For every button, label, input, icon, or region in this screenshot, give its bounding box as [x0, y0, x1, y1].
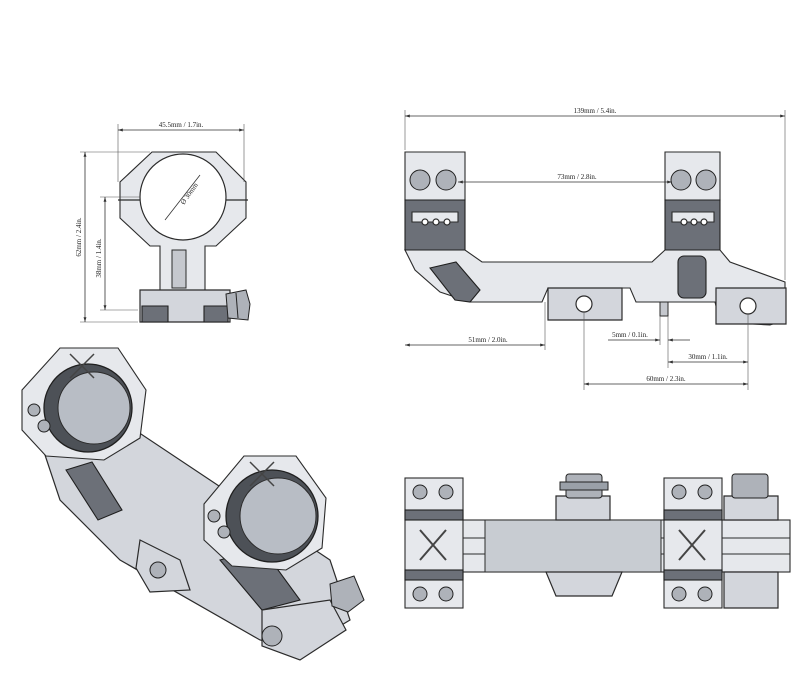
side-right-screw-1 — [670, 169, 692, 191]
front-view: Ø 30mm 45.5mm / 1.7in. 62mm / 2.4in. 38m… — [75, 121, 251, 323]
side-lug-label: 5mm / 0.1in. — [612, 331, 648, 339]
side-length-label: 139mm / 5.4in. — [574, 107, 617, 115]
side-ring-spacing-label: 73mm / 2.8in. — [557, 173, 597, 181]
isometric-view — [21, 347, 365, 661]
iso-knob — [329, 575, 365, 613]
front-center-height-label: 38mm / 1.4in. — [95, 238, 103, 278]
front-width-label: 45.5mm / 1.7in. — [159, 121, 204, 129]
top-clamp-center — [555, 495, 611, 521]
side-offset-label: 51mm / 2.0in. — [468, 336, 508, 344]
front-height-label: 62mm / 2.4in. — [75, 217, 83, 257]
clamp-knob — [225, 289, 251, 321]
side-cutout-left — [429, 261, 481, 303]
side-left-screw-1 — [409, 169, 431, 191]
side-right-screw-2 — [695, 169, 717, 191]
side-view: 139mm / 5.4in. 73mm / 2.8in. 51mm / 2.0i… — [404, 107, 787, 390]
top-rear-knob — [731, 473, 769, 499]
side-left-screw-2 — [435, 169, 457, 191]
top-view — [404, 473, 791, 609]
side-clamp-span-label: 60mm / 2.3in. — [646, 375, 686, 383]
side-clamp-spacing-label: 30mm / 1.1in. — [688, 353, 728, 361]
top-clamp-rear — [723, 495, 779, 521]
iso-clamp-rear — [261, 599, 347, 661]
side-cutout-right — [677, 255, 707, 299]
recoil-lug — [659, 301, 669, 317]
